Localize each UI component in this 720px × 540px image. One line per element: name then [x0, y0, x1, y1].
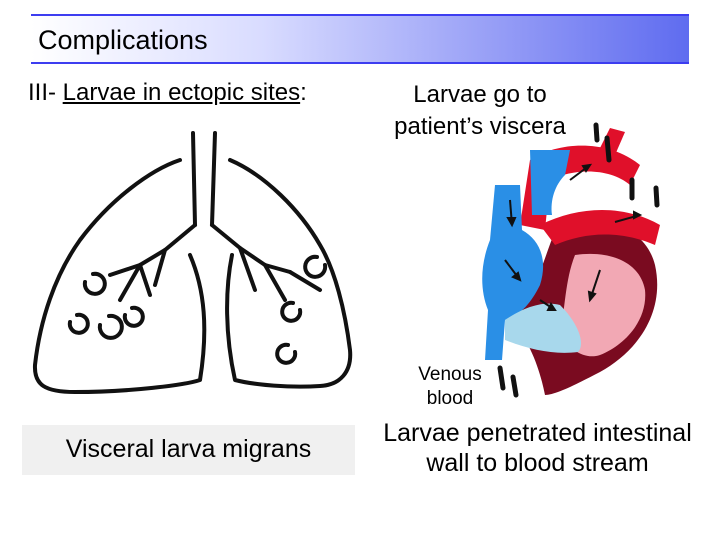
lungs-illustration	[32, 131, 353, 394]
title-bar: Complications	[31, 14, 689, 64]
penetrated-label: Larvae penetrated intestinal wall to blo…	[383, 419, 692, 477]
visceral-larva-label: Visceral larva migrans	[65, 435, 312, 463]
section-heading: III- Larvae in ectopic sites:	[28, 79, 307, 107]
visceral-larva-box: Visceral larva migrans	[22, 425, 355, 475]
heart-illustration	[482, 128, 660, 395]
slide-title: Complications	[38, 25, 208, 55]
section-prefix: III-	[28, 79, 63, 106]
venous-blood-label: Venous blood	[418, 364, 482, 409]
larva-marks	[497, 122, 660, 398]
section-heading-text: Larvae in ectopic sites	[62, 79, 301, 106]
section-suffix: :	[300, 79, 307, 106]
larvae-go-label: Larvae go to patient’s viscera	[394, 81, 566, 140]
